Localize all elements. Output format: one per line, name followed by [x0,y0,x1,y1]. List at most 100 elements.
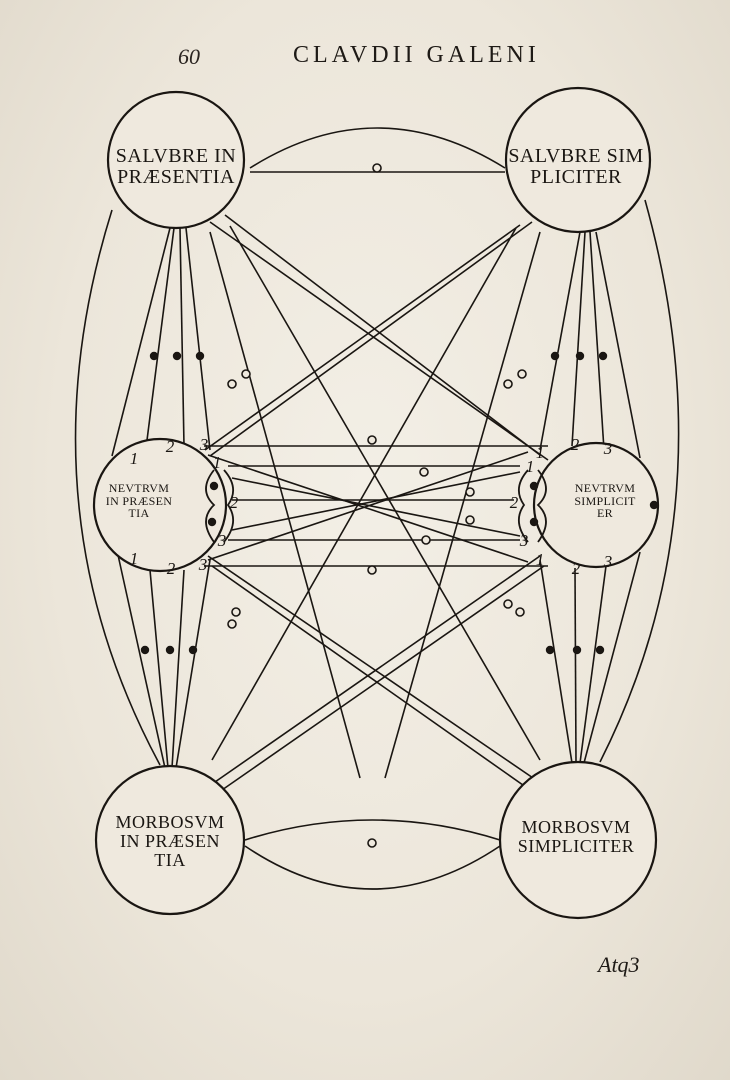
filled-marker-7 [165,645,175,655]
label-line: SIMPLICITER [517,835,635,856]
fan-ml-bl-3 [171,569,185,769]
hollow-marker-11 [503,599,513,609]
label-line: NEVTRVM [108,481,170,495]
category-circles [92,86,660,920]
cross-tl-bottom [209,231,361,779]
filled-marker-14 [207,517,217,527]
fan-ml-bl-4 [175,559,211,769]
mid-x-3 [231,477,521,537]
filled-marker-4 [575,351,585,361]
fan-mr-br-3 [579,565,607,764]
label-morbosum-simpliciter: MORBOSVM SIMPLICITER [498,818,654,856]
brace-right [536,469,547,543]
brace-left-outer [223,469,234,543]
arc-bottom-lower [244,845,501,890]
num-mid-right-top-3: 3 [603,439,613,458]
brace-left [205,469,216,543]
fan-tr-mr-2 [571,231,586,447]
page-number: 60 [178,44,200,69]
circle-ml [92,437,228,573]
num-mid-left-top-3: 3 [199,435,209,454]
fan-tl-ml-1 [111,227,171,457]
arc-left-outer [74,209,161,766]
num-mid-right-bottom-3: 3 [603,552,613,571]
num-mid-right-top-2: 2 [570,435,580,454]
mid-x-1 [207,454,529,563]
num-mid-left-inner-2: 2 [229,493,239,512]
hollow-marker-0 [372,163,382,173]
filled-marker-10 [572,645,582,655]
cross-ml-br-b [211,565,531,791]
filled-marker-11 [595,645,605,655]
label-salubre-in-praesentia: SALVBRE IN PRÆSENTIA [108,146,244,188]
label-neutrum-in-praesentia: NEVTRVM IN PRÆSEN TIA [96,482,182,520]
cross-tr-ml-b [209,221,533,457]
fan-tr-mr-4 [595,231,641,459]
cross-tr-bottom [384,231,541,779]
num-mid-right-inner-2: 2 [509,493,519,512]
hollow-marker-3 [367,565,377,575]
label-line: ER [597,506,613,521]
filled-marker-5 [598,351,608,361]
connection-lines [74,127,680,890]
label-line: MORBOSVM [521,817,631,837]
mid-x-4 [231,471,521,531]
circle-tr [504,86,652,234]
label-line: TIA [154,849,186,870]
fan-tl-ml-2 [145,227,175,449]
label-line: IN PRÆSEN [119,830,221,851]
label-neutrum-simpliciter: NEVTRVM SIMPLICIT ER [556,482,654,520]
label-line: NEVTRVM [574,481,636,495]
num-mid-right-top-1: 1 [535,443,545,462]
hollow-marker-5 [241,369,251,379]
label-line: PRÆSENTIA [117,166,235,188]
num-mid-left-bottom-2: 2 [166,559,176,578]
hollow-marker-13 [421,535,431,545]
filled-marker-16 [529,517,539,527]
hollow-marker-2 [367,435,377,445]
hollow-marker-7 [517,369,527,379]
filled-marker-9 [545,645,555,655]
num-mid-right-inner-3: 3 [519,531,529,550]
hollow-marker-1 [367,838,377,848]
hollow-marker-10 [515,607,525,617]
num-mid-left-inner-3: 3 [217,531,227,550]
num-mid-left-bottom-3: 3 [198,555,208,574]
fan-tr-mr-3 [589,231,605,451]
page-header: 60 CLAVDII GALENI [0,40,730,80]
label-line: SALVBRE SIM [508,145,644,167]
num-mid-left-top-1: 1 [129,449,139,468]
hollow-marker-8 [231,607,241,617]
circle-bl [94,764,246,916]
hollow-marker-15 [465,515,475,525]
connection-markers [140,163,659,848]
filled-marker-1 [172,351,182,361]
arc-top-upper [249,127,506,169]
cross-tl-mr-a [209,221,549,461]
filled-marker-2 [195,351,205,361]
fan-mr-br-2 [574,567,577,764]
fan-mr-br-4 [583,551,641,764]
arc-right-outer [599,199,680,763]
filled-marker-6 [140,645,150,655]
running-head: CLAVDII GALENI [293,42,540,68]
label-line: IN PRÆSEN [105,493,173,508]
filled-marker-13 [209,481,219,491]
hollow-marker-4 [227,379,237,389]
label-line: TIA [128,506,150,521]
num-mid-right-inner-1: 1 [525,457,535,476]
fan-ml-bl-2 [149,569,169,769]
num-mid-right-bottom-2: 2 [571,559,581,578]
catchword: Atq3 [598,952,640,977]
hollow-marker-9 [227,619,237,629]
fan-tl-ml-3 [179,227,185,447]
cross-mr-bl-a [214,555,541,783]
cross-tl-br [229,225,541,761]
filled-marker-12 [649,500,659,510]
filled-marker-15 [529,481,539,491]
label-line: PLICITER [530,166,622,188]
inner-braces [205,469,547,543]
cross-tr-ml-a [204,224,521,451]
